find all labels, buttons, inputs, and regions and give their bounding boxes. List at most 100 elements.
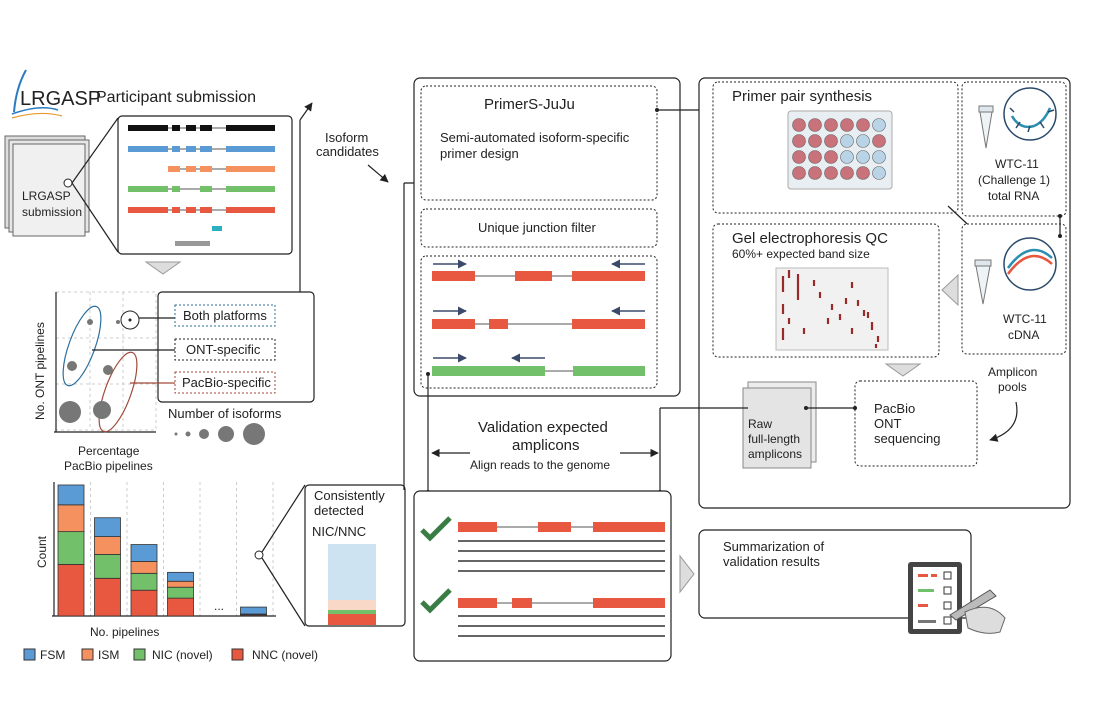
plate-well (792, 118, 806, 132)
seq-line-3: sequencing (874, 431, 941, 446)
junction-filter-label: Unique junction filter (478, 220, 596, 235)
cdna-line-1: WTC-11 (1003, 312, 1047, 326)
isoform-candidates-line-2: candidates (316, 144, 379, 159)
lrgasp-logo: LRGASP (11, 69, 101, 119)
consistent-nnc-segment (328, 614, 376, 625)
synthesis-title: Primer pair synthesis (732, 88, 872, 105)
validation-title-2: amplicons (512, 437, 580, 454)
plate-well (840, 118, 854, 132)
scatter-ylabel: No. ONT pipelines (33, 322, 47, 420)
bar-segment (167, 597, 194, 617)
seq-line-2: ONT (874, 416, 902, 431)
validation-title-1: Validation expected (478, 419, 608, 436)
consistent-line-1: Consistently (314, 488, 385, 503)
participant-submission-panel: LRGASP Participant submission LRGASP sub… (4, 69, 293, 275)
rna-line-1: WTC-11 (995, 157, 1039, 171)
bar-segment (94, 554, 121, 579)
validation-subtitle: Align reads to the genome (470, 458, 610, 472)
logo-text: LRGASP (20, 88, 101, 110)
rna-line-2: (Challenge 1) (978, 173, 1050, 187)
bar-legend: FSM ISM NIC (novel) NNC (novel) (23, 648, 318, 662)
bar-segment (130, 561, 158, 574)
bar-segment (57, 563, 85, 617)
bar-segment (57, 484, 85, 506)
validation-panel: Validation expected amplicons Align read… (413, 372, 1006, 662)
stack-label-2: submission (22, 205, 82, 219)
legend-ism: ISM (98, 648, 119, 662)
bar-segment (94, 517, 121, 537)
bar-segment (130, 589, 158, 617)
clipboard-icon (908, 562, 1006, 634)
primer-pairs-illustration (432, 259, 645, 376)
rna-tube-icon (978, 87, 1057, 149)
check-icon (420, 516, 452, 542)
raw-line-3: amplicons (748, 447, 802, 461)
bar-ellipsis: ... (214, 599, 224, 613)
plate-well (808, 134, 822, 148)
primer-design-panel: PrimerS-JuJu Semi-automated isoform-spec… (413, 77, 681, 397)
plate-well (792, 134, 806, 148)
legend-nnc: NNC (novel) (252, 648, 318, 662)
stack-label-1: LRGASP (22, 189, 71, 203)
primer-desc-2: primer design (440, 146, 519, 161)
submission-stack: LRGASP submission (4, 135, 90, 237)
rna-line-3: total RNA (988, 189, 1039, 203)
bar-segment (57, 531, 85, 565)
plate-well (856, 134, 870, 148)
plate-well (824, 150, 838, 164)
bar-segment (130, 572, 158, 591)
plate-well (872, 150, 886, 164)
bar-segment (167, 571, 194, 582)
scatter-panel: No. ONT pipelines Percentage PacBio pipe… (33, 291, 315, 473)
bar-segment (167, 586, 194, 599)
consistent-nic-segment (328, 610, 376, 614)
raw-line-1: Raw (748, 417, 772, 431)
raw-line-2: full-length (748, 432, 800, 446)
category-ont-specific: ONT-specific (186, 342, 261, 357)
isoform-tracks-box (117, 115, 293, 255)
bar-segment (57, 504, 85, 533)
bar-segment (130, 544, 158, 562)
plate-well (808, 166, 822, 180)
participant-title: Participant submission (96, 89, 256, 106)
bar-segment (94, 577, 121, 617)
read-alignment-1 (420, 516, 665, 572)
bar-segment (94, 536, 121, 555)
isoform-candidates: Isoform candidates (299, 102, 432, 490)
primer-desc-1: Semi-automated isoform-specific (440, 130, 630, 145)
scatter-xlabel-1: Percentage (78, 444, 140, 458)
size-legend-title: Number of isoforms (168, 406, 282, 421)
bar-segment (240, 606, 267, 615)
plate-well (824, 118, 838, 132)
consistently-detected-panel: Consistently detected NIC/NNC (254, 484, 406, 627)
plate-well (808, 150, 822, 164)
gel-subtitle: 60%+ expected band size (732, 247, 870, 261)
plate-well (824, 134, 838, 148)
plate-well (840, 150, 854, 164)
gel-title: Gel electrophoresis QC (732, 230, 888, 247)
isoform-candidates-line-1: Isoform (325, 130, 368, 145)
cdna-tube-icon (974, 237, 1057, 305)
check-icon (420, 588, 452, 614)
seq-line-1: PacBio (874, 401, 915, 416)
cdna-line-2: cDNA (1008, 328, 1039, 342)
consistent-line-2: detected (314, 503, 364, 518)
pools-line-2: pools (998, 380, 1027, 394)
plate-well (840, 166, 854, 180)
plate-well (872, 166, 886, 180)
summary-line-1: Summarization of (723, 539, 825, 554)
bar-xlabel: No. pipelines (90, 625, 159, 639)
primer-plate (787, 110, 893, 190)
consistent-fsm-segment (328, 544, 376, 600)
plate-well (792, 166, 806, 180)
bar-chart-panel: Count No. pipelines ... FSM ISM NIC (nov… (23, 482, 318, 662)
bar-ylabel: Count (35, 535, 49, 568)
consistent-line-3: NIC/NNC (312, 524, 366, 539)
plate-well (840, 134, 854, 148)
lab-workflow-panel: Primer pair synthesis WTC-11 (Challenge … (658, 77, 1071, 509)
primer-tool-title: PrimerS-JuJu (484, 96, 575, 113)
plate-well (824, 166, 838, 180)
plate-well (856, 118, 870, 132)
plate-well (872, 118, 886, 132)
